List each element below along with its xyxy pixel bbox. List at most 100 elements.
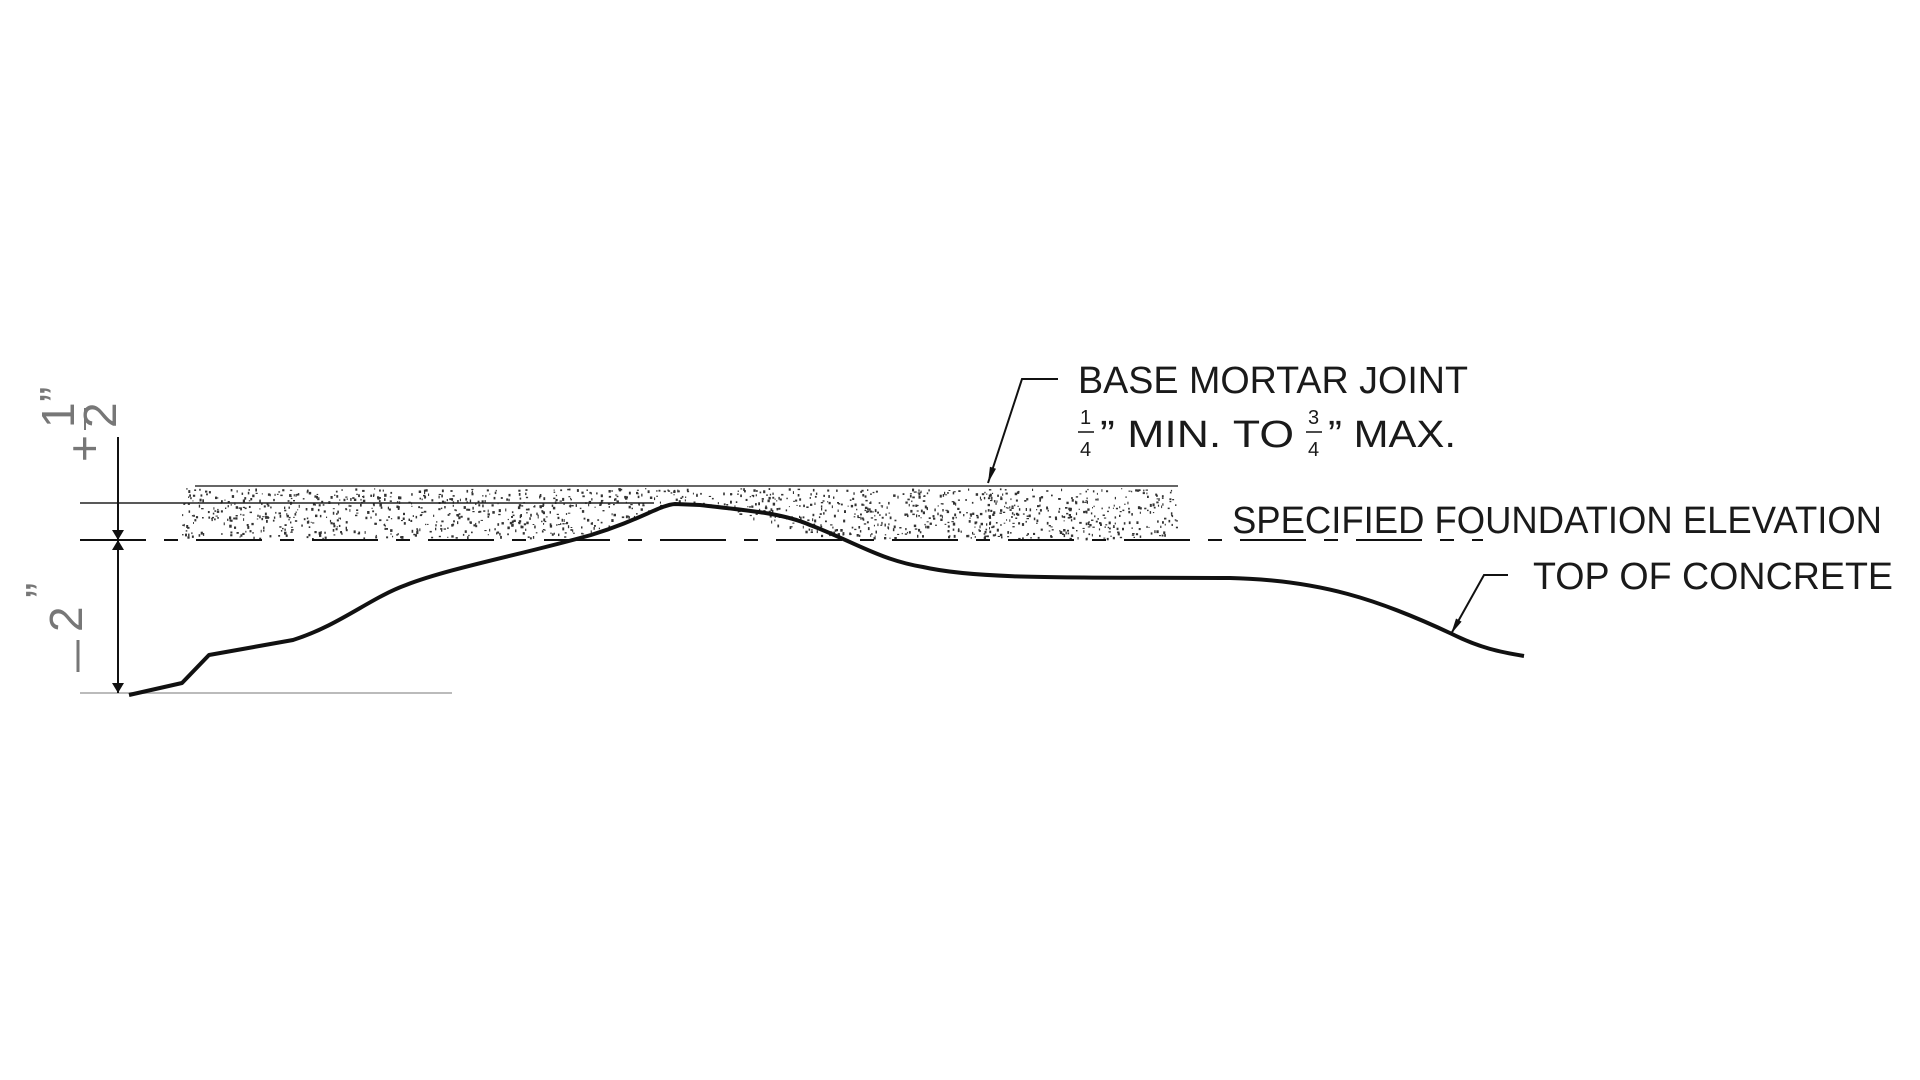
- hatch-dot: [810, 503, 813, 506]
- hatch-dot: [235, 517, 238, 520]
- hatch-dot: [384, 523, 386, 527]
- hatch-dot: [465, 497, 468, 501]
- mortar-leader: [987, 378, 1058, 484]
- hatch-dot: [187, 536, 190, 539]
- hatch-dot: [427, 523, 429, 525]
- hatch-dot: [991, 526, 994, 529]
- hatch-dot: [511, 511, 514, 514]
- hatch-dot: [785, 509, 788, 512]
- hatch-dot: [298, 504, 300, 508]
- hatch-dot: [831, 505, 833, 509]
- hatch-dot: [415, 515, 418, 519]
- hatch-dot: [799, 505, 801, 507]
- hatch-dot: [1128, 521, 1131, 525]
- hatch-dot: [759, 491, 762, 494]
- hatch-dot: [539, 505, 542, 508]
- hatch-dot: [324, 531, 326, 534]
- hatch-dot: [948, 536, 951, 539]
- hatch-dot: [252, 532, 254, 534]
- hatch-dot: [498, 513, 501, 516]
- hatch-dot: [244, 497, 247, 500]
- hatch-dot: [984, 491, 986, 494]
- hatch-dot: [560, 489, 563, 492]
- hatch-dot: [1127, 501, 1129, 505]
- hatch-dot: [529, 517, 531, 520]
- hatch-dot: [396, 505, 399, 508]
- hatch-dot: [1068, 507, 1071, 511]
- hatch-dot: [1112, 536, 1115, 540]
- hatch-dot: [870, 501, 872, 504]
- hatch-dot: [225, 507, 227, 509]
- hatch-dot: [402, 517, 405, 520]
- hatch-dot: [221, 533, 223, 535]
- hatch-dot: [937, 505, 939, 507]
- hatch-dot: [487, 513, 490, 516]
- hatch-dot: [860, 490, 863, 493]
- hatch-dot: [401, 520, 403, 522]
- hatch-dot: [581, 532, 583, 535]
- hatch-dot: [556, 524, 558, 526]
- hatch-dot: [192, 494, 196, 497]
- hatch-dot: [818, 516, 821, 519]
- hatch-dot: [441, 489, 444, 493]
- hatch-dot: [851, 526, 854, 529]
- hatch-dot: [1085, 522, 1087, 526]
- hatch-dot: [403, 512, 405, 516]
- hatch-dot: [471, 490, 473, 492]
- hatch-dot: [199, 488, 201, 491]
- hatch-dot: [1145, 489, 1148, 491]
- hatch-dot: [411, 529, 414, 533]
- hatch-dot: [808, 528, 811, 531]
- hatch-dot: [544, 520, 547, 523]
- hatch-dot: [555, 499, 558, 502]
- hatch-dot: [230, 534, 233, 537]
- hatch-dot: [1039, 497, 1042, 500]
- hatch-dot: [266, 519, 268, 523]
- hatch-dot: [990, 500, 993, 502]
- hatch-dot: [1131, 490, 1133, 493]
- hatch-dot: [1009, 519, 1011, 522]
- hatch-dot: [478, 520, 480, 524]
- hatch-dot: [589, 491, 592, 494]
- hatch-dot: [932, 515, 935, 518]
- hatch-dot: [378, 497, 381, 499]
- hatch-dot: [240, 513, 242, 516]
- hatch-dot: [955, 502, 957, 506]
- hatch-dot: [1014, 504, 1016, 507]
- hatch-dot: [276, 493, 279, 495]
- hatch-dot: [579, 507, 582, 510]
- hatch-dot: [424, 495, 426, 499]
- hatch-dot: [920, 491, 922, 494]
- hatch-dot: [1075, 496, 1079, 498]
- hatch-dot: [248, 489, 250, 491]
- top-of-concrete-label: TOP OF CONCRETE: [1533, 556, 1893, 598]
- hatch-dot: [857, 515, 859, 518]
- hatch-dot: [350, 498, 352, 501]
- hatch-dot: [803, 504, 805, 508]
- hatch-dot: [1171, 523, 1173, 526]
- hatch-dot: [1084, 501, 1087, 503]
- hatch-dot: [375, 534, 377, 537]
- hatch-dot: [1088, 521, 1090, 523]
- hatch-dot: [614, 498, 617, 501]
- hatch-dot: [1108, 531, 1111, 533]
- hatch-dot: [482, 504, 484, 508]
- hatch-dot: [290, 531, 293, 533]
- hatch-dot: [447, 514, 450, 516]
- hatch-dot: [363, 495, 365, 499]
- hatch-dot: [788, 488, 791, 491]
- hatch-dot: [267, 493, 270, 496]
- hatch-dot: [482, 495, 484, 497]
- hatch-dot: [616, 500, 619, 503]
- hatch-dot: [441, 529, 443, 532]
- hatch-dot: [425, 523, 427, 526]
- hatch-dot: [1030, 537, 1032, 539]
- hatch-dot: [867, 510, 870, 513]
- hatch-dot: [667, 490, 671, 492]
- hatch-dot: [330, 496, 333, 499]
- hatch-dot: [939, 494, 942, 498]
- hatch-dot: [1027, 533, 1029, 536]
- hatch-dot: [911, 500, 913, 503]
- hatch-dot: [227, 505, 229, 508]
